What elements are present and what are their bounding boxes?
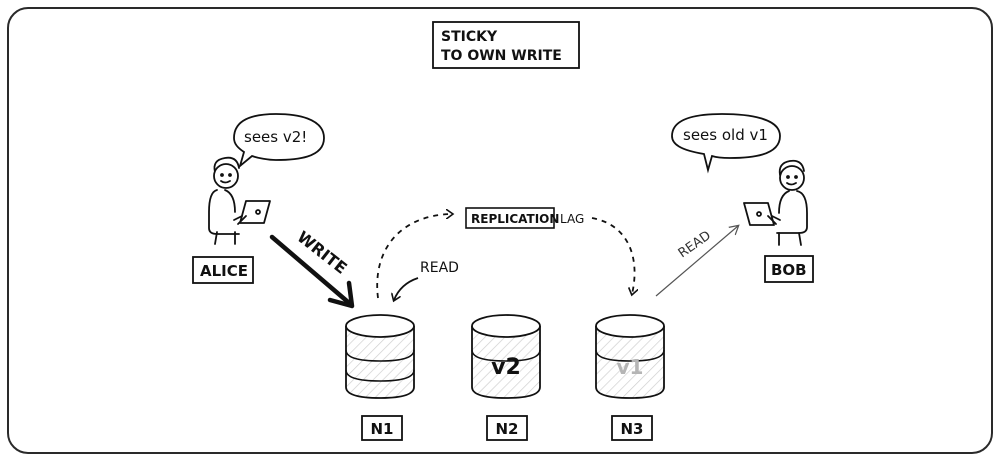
database-n1 [345, 314, 415, 399]
title-box: STICKY TO OWN WRITE [432, 21, 580, 69]
database-n3: v1 [595, 314, 665, 399]
replication-arrow-up [376, 214, 452, 299]
read-left-label: READ [420, 260, 459, 276]
title-line-2: TO OWN WRITE [441, 48, 562, 64]
alice-speech-text: sees v2! [244, 128, 307, 146]
replication-arrow-down [591, 217, 635, 294]
alice-figure [208, 156, 271, 245]
replication-lag-label: REPLICATION LAG [465, 207, 584, 229]
n2-value: v2 [491, 355, 521, 380]
replication-text: REPLICATION [471, 212, 559, 226]
title-line-1: STICKY [441, 29, 498, 45]
node-label-n3: N3 [611, 415, 653, 441]
bob-speech-bubble: sees old v1 [671, 113, 781, 174]
database-n2: v2 [471, 314, 541, 399]
alice-name-text: ALICE [200, 262, 248, 280]
alice-name-tag: ALICE [192, 256, 254, 284]
bob-speech-text: sees old v1 [683, 126, 768, 144]
n3-value: v1 [617, 355, 644, 379]
n1-label-text: N1 [371, 420, 394, 438]
lag-text: LAG [560, 212, 584, 226]
read-arrow-left: READ [394, 260, 459, 300]
bob-name-tag: BOB [764, 255, 814, 283]
bob-name-text: BOB [771, 261, 807, 279]
n3-label-text: N3 [621, 420, 644, 438]
node-label-n2: N2 [486, 415, 528, 441]
node-label-n1: N1 [361, 415, 403, 441]
n2-label-text: N2 [496, 420, 519, 438]
bob-figure [743, 159, 808, 246]
alice-speech-bubble: sees v2! [233, 113, 325, 169]
